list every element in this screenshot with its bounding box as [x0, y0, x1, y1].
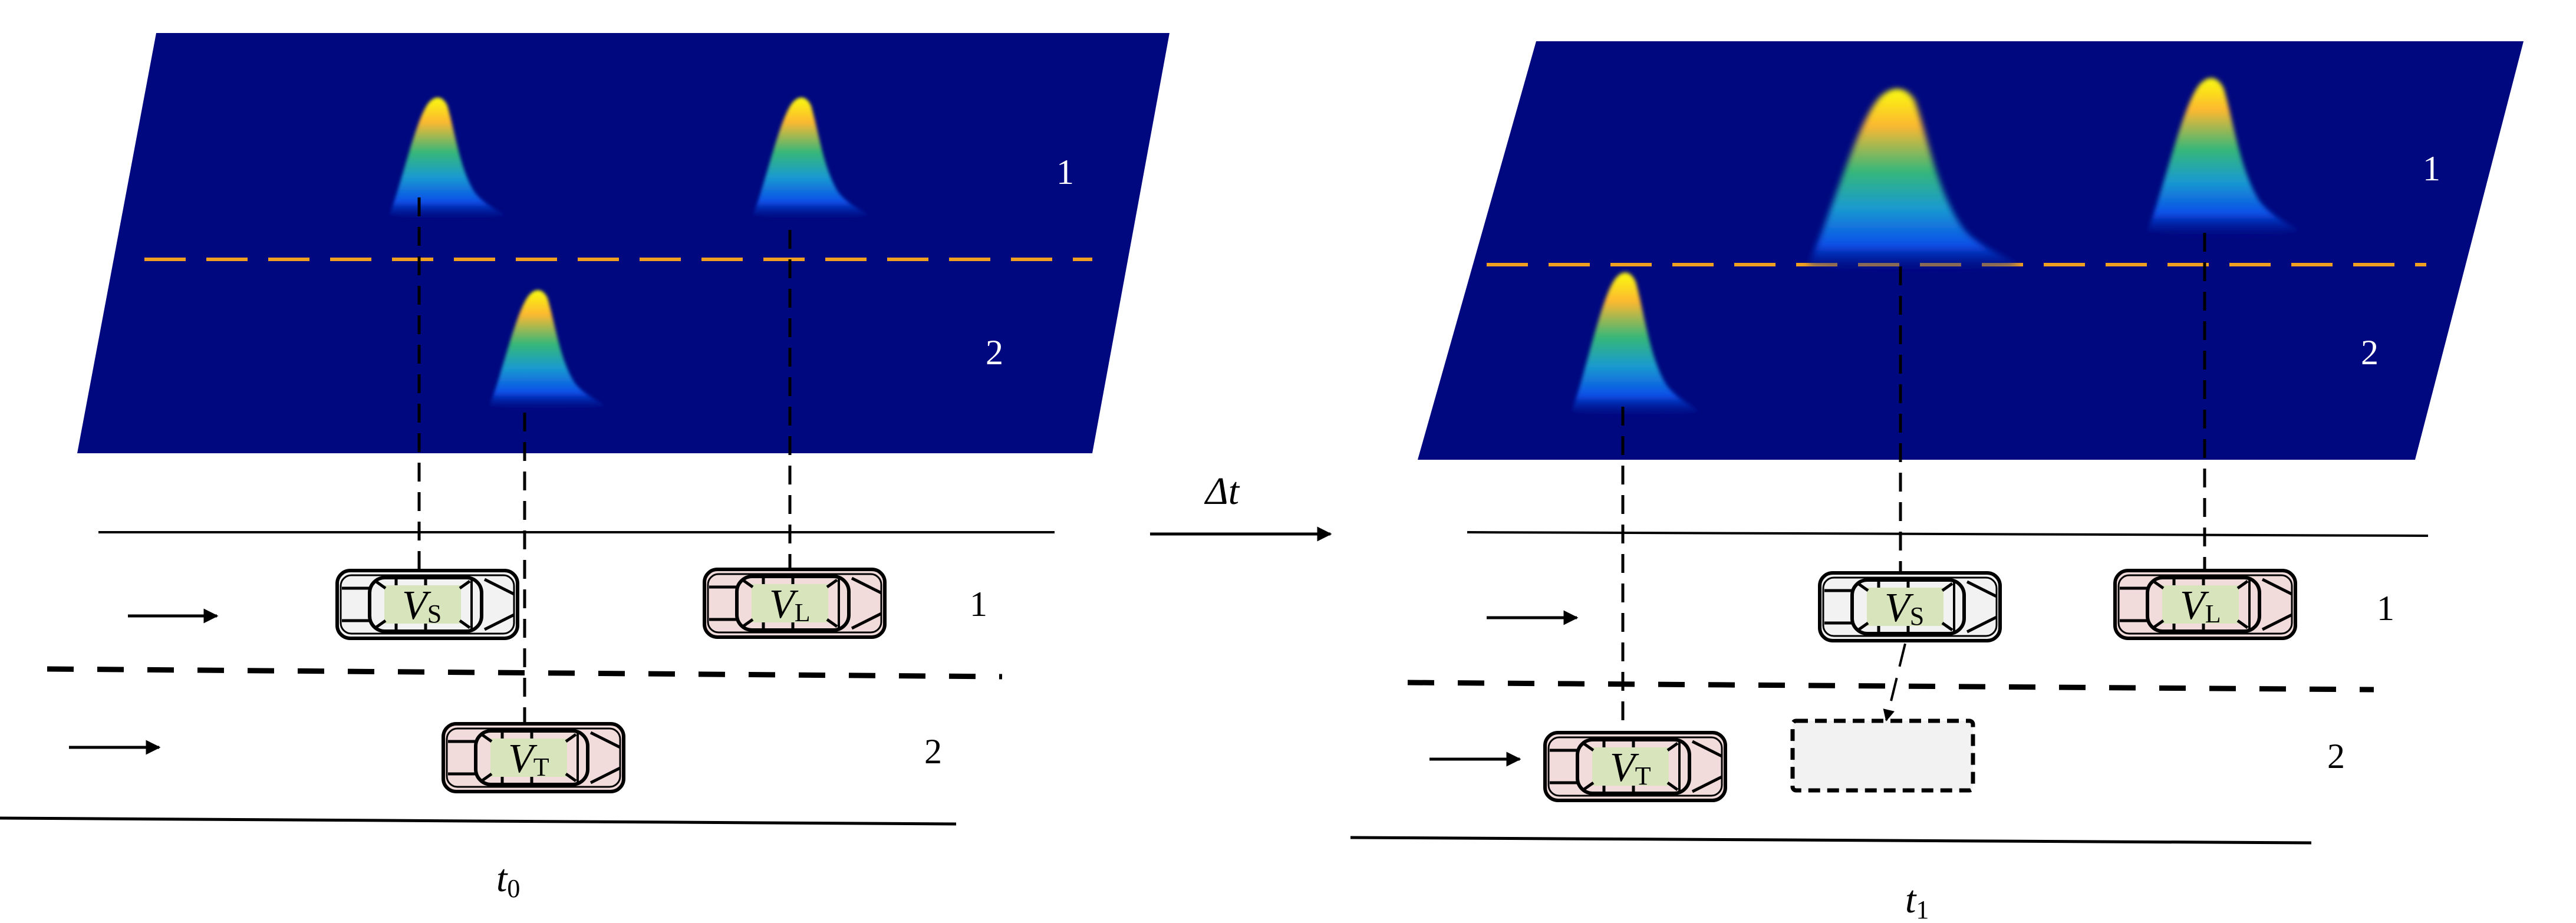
car-cabin	[2162, 585, 2239, 624]
predicted-position-box	[1790, 718, 1975, 793]
vehicle-s: VS	[335, 569, 519, 640]
probability-peak-vs	[1807, 88, 2021, 273]
plane-lane-label-2: 2	[2361, 333, 2379, 372]
panel-t1: 1 2 VS VL VT 1 2 t1	[1350, 41, 2524, 923]
plane-lane-label-1: 1	[2423, 149, 2440, 188]
vehicle-label: VT	[1610, 745, 1651, 790]
road-lane-label-2: 2	[2327, 737, 2345, 776]
probability-peak-vt	[1571, 272, 1700, 417]
vehicle-t: VT	[1543, 731, 1727, 802]
road-lane-label-2: 2	[924, 732, 942, 771]
road-edge-bottom	[1350, 836, 2312, 845]
vehicle-label: VS	[1885, 585, 1924, 631]
panel-t0: 1 2 VS VL VT 1 2 t0	[0, 33, 1170, 903]
probability-peak-vl	[753, 97, 869, 220]
car-cabin	[490, 739, 567, 777]
vehicle-label: VL	[2180, 583, 2221, 628]
probability-peak-vl	[2147, 78, 2300, 238]
probability-plane	[77, 33, 1170, 453]
vehicle-l: VL	[2113, 569, 2297, 640]
road-edge-top	[1467, 531, 2429, 537]
car-cabin	[1867, 588, 1943, 626]
road-lane-divider	[47, 666, 1003, 680]
lane-change-arrow	[1883, 643, 1906, 721]
probability-peak-vt	[489, 290, 605, 411]
probability-peak-vs	[389, 97, 505, 220]
car-cabin	[384, 585, 461, 624]
time-label-t0: t0	[496, 857, 520, 903]
plane-lane-label-1: 1	[1056, 153, 1074, 192]
vehicle-s: VS	[1818, 571, 2002, 642]
vehicle-t: VT	[442, 722, 625, 793]
plane-lane-label-2: 2	[986, 333, 1003, 372]
road-lane-divider	[1407, 680, 2374, 693]
delta-t-label: Δt	[1204, 470, 1240, 513]
road-lane-label-1: 1	[2377, 589, 2394, 628]
road-lane-label-1: 1	[970, 585, 987, 624]
time-label-t1: t1	[1905, 878, 1929, 923]
road-edge-bottom	[0, 816, 957, 826]
car-cabin	[1592, 747, 1669, 786]
vehicle-label: VT	[508, 736, 549, 782]
vehicle-label: VL	[769, 582, 811, 627]
time-transition: Δt	[1150, 470, 1332, 542]
vehicle-l: VL	[703, 568, 887, 639]
vehicle-label: VS	[402, 583, 442, 628]
car-cabin	[752, 584, 828, 622]
